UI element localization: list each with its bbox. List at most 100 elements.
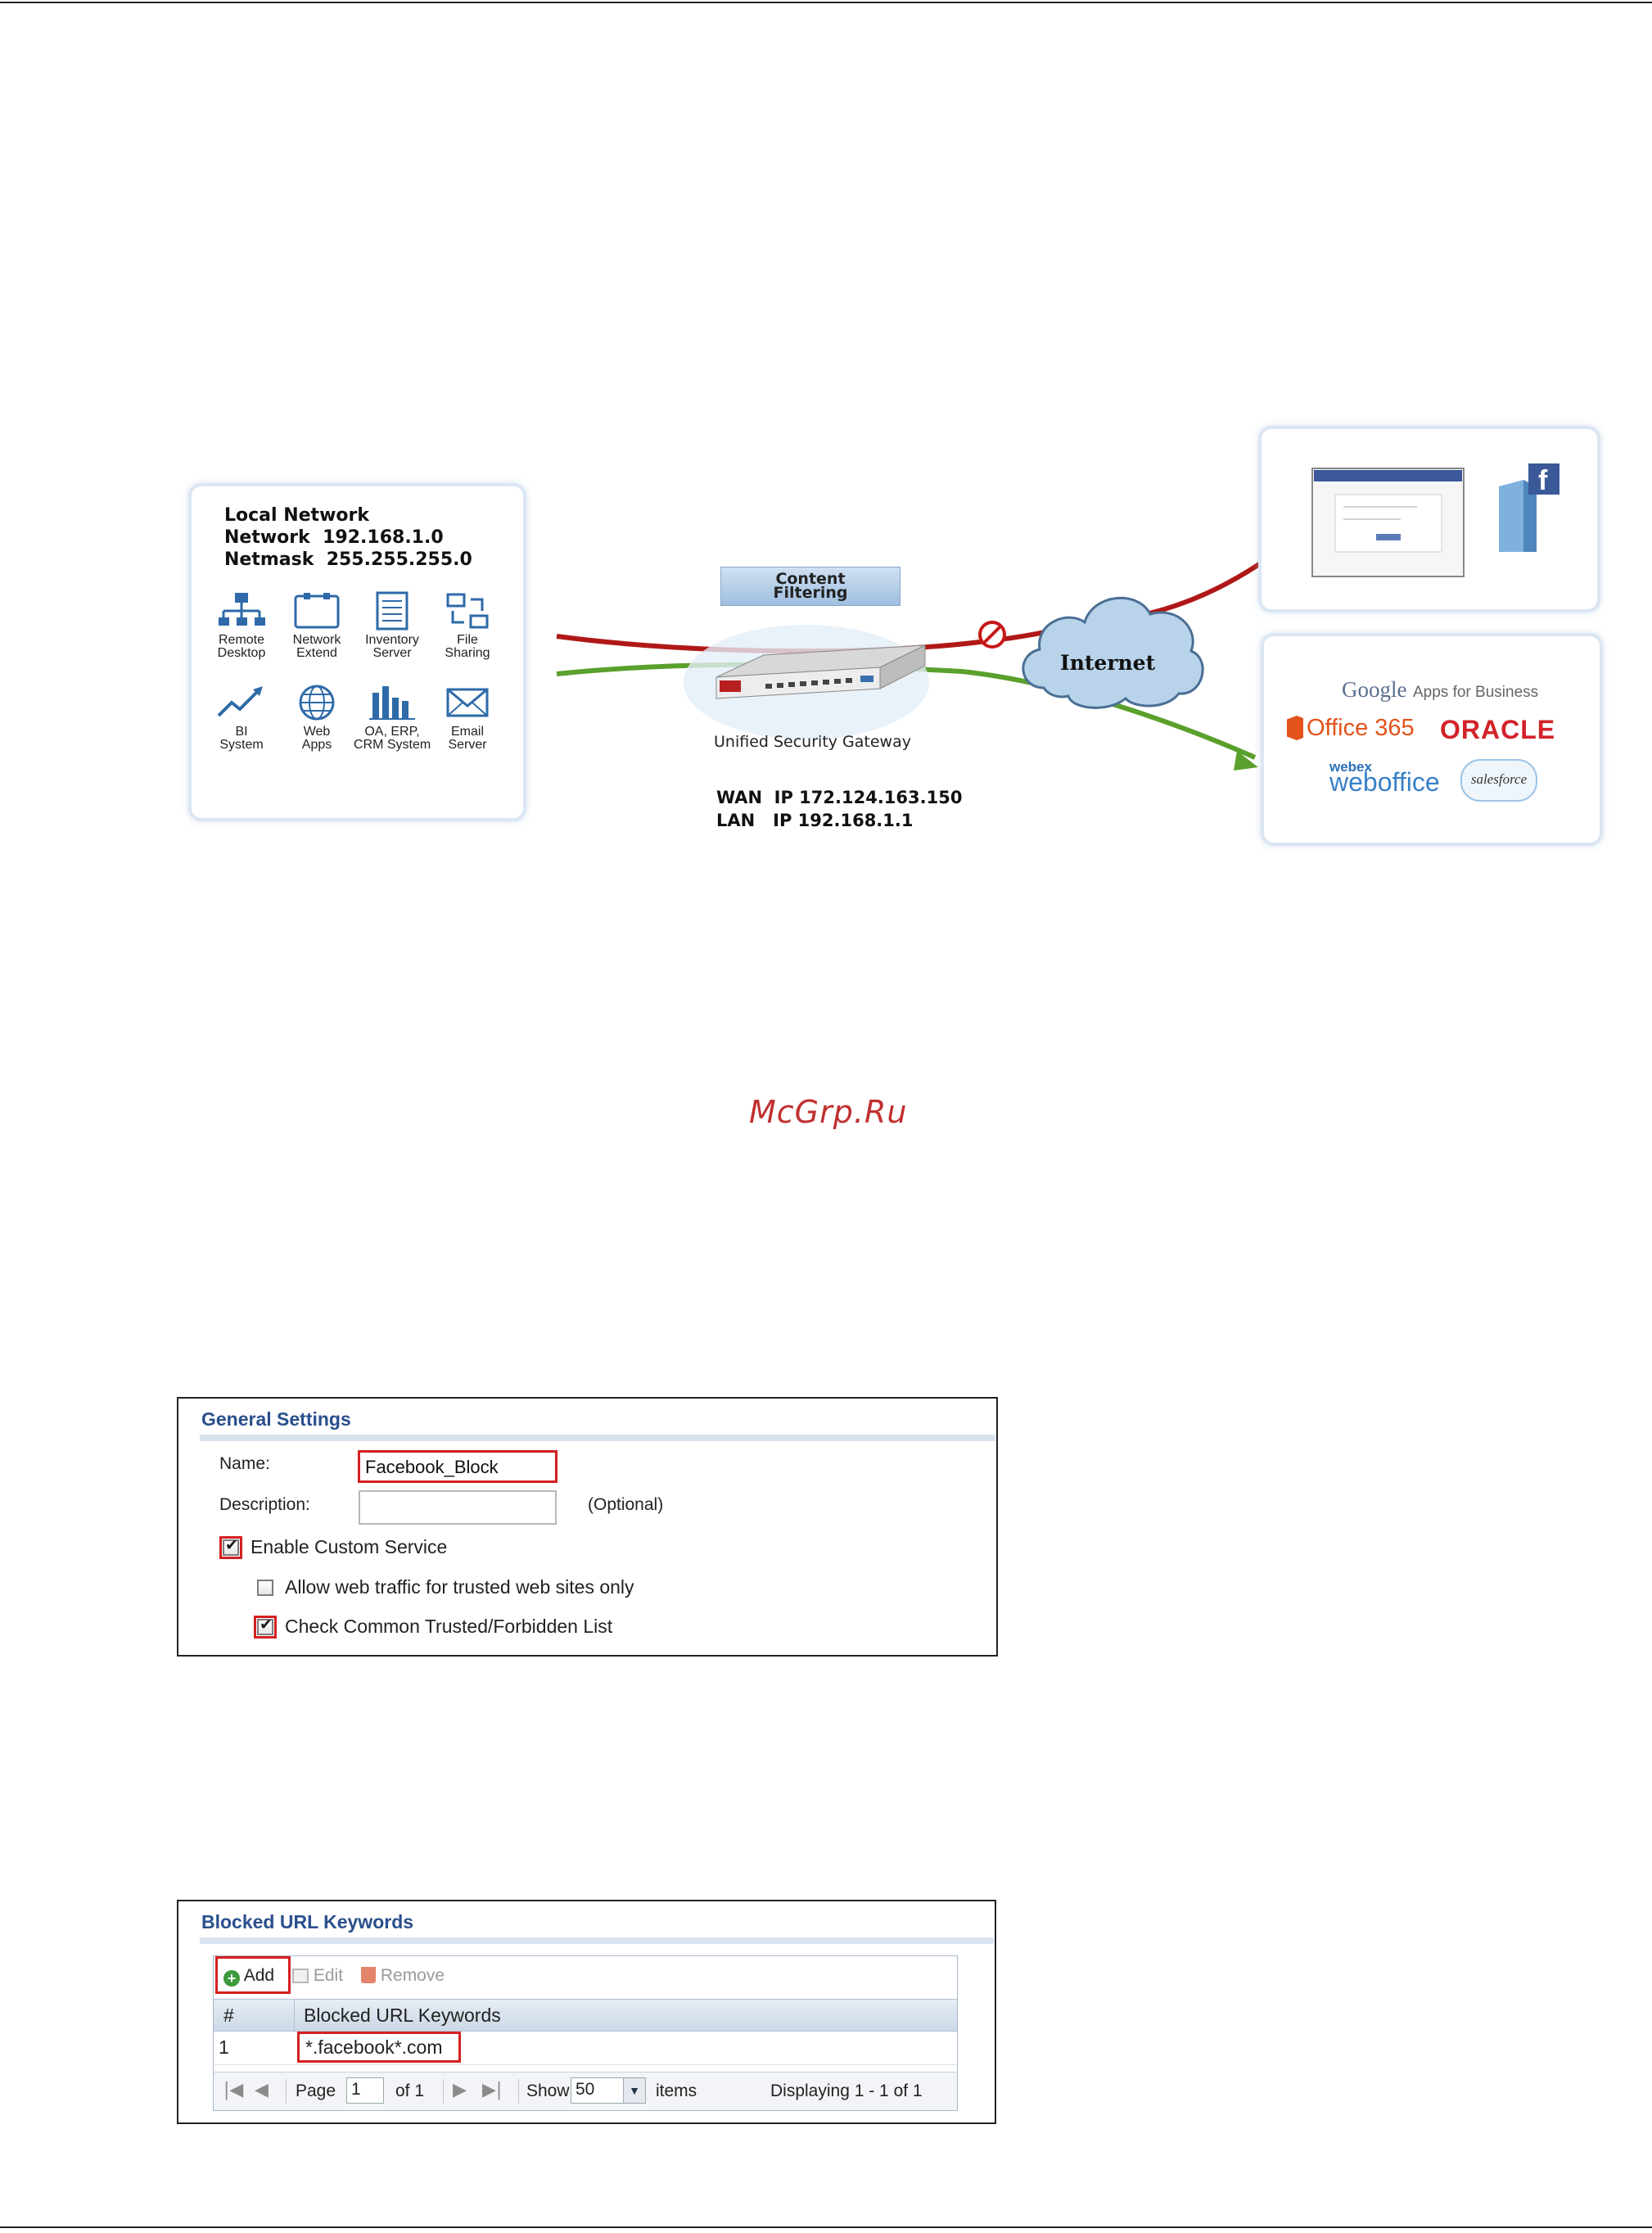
check-common-list-checkbox[interactable] — [257, 1616, 273, 1635]
local-network-panel: Local Network Network 192.168.1.0 Netmas… — [188, 483, 526, 821]
pager-divider — [518, 2079, 519, 2104]
app-label: Inventory Server — [365, 633, 419, 660]
enable-custom-service-checkbox[interactable] — [223, 1536, 239, 1556]
blocked-url-keywords-title: Blocked URL Keywords — [201, 1911, 414, 1932]
allowed-traffic-line — [556, 662, 1257, 760]
google-apps-logo: Google Apps for Business — [1342, 677, 1538, 703]
google-logo-text: Google — [1342, 677, 1407, 702]
salesforce-logo: salesforce — [1460, 759, 1537, 802]
row-keyword: *.facebook*.com — [305, 2036, 443, 2058]
prev-page-icon[interactable]: ◀ — [255, 2080, 269, 2100]
app-email-server: Email Server — [429, 683, 506, 752]
office365-logo: Office 365 — [1287, 715, 1415, 742]
office365-text: Office 365 — [1307, 715, 1415, 741]
add-button[interactable]: + Add — [223, 1966, 274, 1987]
pagination-bar: |◀ ◀ Page 1 of 1 ▶ ▶| Show 50 ▼ items Di… — [214, 2072, 957, 2110]
page-of-label: of 1 — [395, 2082, 425, 2100]
allow-trusted-only-checkbox[interactable] — [257, 1580, 273, 1596]
col-divider — [294, 2000, 295, 2031]
general-settings-panel: General Settings Name: Facebook_Block De… — [177, 1397, 998, 1657]
chevron-down-icon: ▼ — [623, 2078, 645, 2103]
remove-label: Remove — [380, 1966, 445, 1985]
file-sharing-icon — [446, 593, 489, 629]
app-inventory-server: Inventory Server — [354, 591, 431, 660]
app-label: Remote Desktop — [217, 633, 266, 660]
check-common-list-highlight — [254, 1616, 277, 1639]
title-underline — [200, 1937, 994, 1944]
page-size-value: 50 — [575, 2080, 595, 2099]
internet-label: Internet — [1060, 651, 1156, 675]
remote-desktop-icon — [219, 593, 265, 626]
inventory-server-icon — [376, 591, 408, 631]
block-sign-icon — [978, 621, 1006, 649]
name-label: Name: — [219, 1454, 270, 1473]
app-label: Network Extend — [292, 633, 341, 660]
remove-button[interactable]: Remove — [361, 1966, 445, 1986]
app-oa-erp-crm: OA, ERP, CRM System — [354, 683, 431, 752]
app-remote-desktop: Remote Desktop — [203, 591, 280, 660]
netmask-value: 255.255.255.0 — [326, 549, 472, 570]
description-field[interactable] — [359, 1490, 557, 1525]
page-label: Page — [296, 2082, 336, 2100]
lan-ip: LAN IP 192.168.1.1 — [716, 811, 914, 830]
local-network-info: Local Network Network 192.168.1.0 Netmas… — [224, 504, 472, 571]
app-label: OA, ERP, CRM System — [354, 725, 431, 752]
add-label: Add — [243, 1966, 275, 1985]
keyword-highlight — [297, 2032, 461, 2063]
svg-text:f: f — [1538, 465, 1548, 496]
displaying-info: Displaying 1 - 1 of 1 — [770, 2082, 923, 2100]
netmask-label: Netmask — [224, 549, 314, 570]
app-label: Email Server — [448, 725, 487, 752]
app-web-apps: Web Apps — [278, 683, 355, 752]
table-row[interactable]: 1 *.facebook*.com — [214, 2032, 957, 2065]
keywords-table: + Add Edit Remove # Blocked URL Keywords… — [213, 1955, 958, 2111]
check-common-list-label: Check Common Trusted/Forbidden List — [285, 1616, 613, 1637]
oracle-logo: ORACLE — [1440, 715, 1556, 744]
diagram-lines — [556, 527, 1312, 771]
allow-trusted-only-label: Allow web traffic for trusted web sites … — [285, 1576, 634, 1598]
top-rule — [0, 2, 1652, 3]
add-highlight — [215, 1956, 291, 1994]
add-icon: + — [223, 1970, 240, 1987]
network-diagram: Local Network Network 192.168.1.0 Netmas… — [176, 373, 1617, 876]
general-settings-title: General Settings — [201, 1408, 351, 1430]
page-input[interactable]: 1 — [346, 2077, 384, 2104]
allowed-services-panel: Google Apps for Business Office 365 ORAC… — [1261, 633, 1603, 846]
internet-cloud-icon — [1022, 596, 1204, 709]
app-label: File Sharing — [445, 633, 490, 660]
app-network-extend: Network Extend — [278, 591, 355, 660]
description-label: Description: — [219, 1495, 310, 1514]
network-value: 192.168.1.0 — [323, 527, 444, 548]
watermark: McGrp.Ru — [749, 1094, 908, 1130]
first-page-icon[interactable]: |◀ — [223, 2080, 244, 2100]
items-label: items — [656, 2082, 697, 2100]
bottom-rule — [0, 2226, 1652, 2228]
title-underline — [200, 1435, 995, 1441]
enable-custom-service-label: Enable Custom Service — [251, 1536, 448, 1557]
trash-icon — [361, 1967, 376, 1983]
wan-ip: WAN IP 172.124.163.150 — [716, 788, 963, 807]
table-header: # Blocked URL Keywords — [214, 1999, 957, 2032]
network-label: Network — [224, 527, 310, 548]
pager-divider — [286, 2079, 287, 2104]
pager-divider — [443, 2079, 444, 2104]
last-page-icon[interactable]: ▶| — [482, 2080, 503, 2100]
app-label: Web Apps — [301, 725, 332, 752]
col-index-header[interactable]: # — [223, 2005, 234, 2026]
allowed-arrow-head — [1234, 751, 1258, 771]
next-page-icon[interactable]: ▶ — [453, 2080, 467, 2100]
keywords-toolbar: + Add Edit Remove — [214, 1956, 957, 1997]
email-server-icon — [446, 688, 489, 717]
row-index: 1 — [219, 2036, 229, 2058]
content-filtering-label: Content Filtering — [720, 567, 900, 606]
edit-icon — [292, 1969, 309, 1983]
facebook-destination-panel: f — [1258, 426, 1600, 612]
blocked-url-keywords-panel: Blocked URL Keywords + Add Edit Remove #… — [177, 1900, 996, 2124]
col-keyword-header[interactable]: Blocked URL Keywords — [304, 2005, 501, 2026]
weboffice-logo: weboffice — [1329, 767, 1440, 797]
network-extend-icon — [294, 593, 340, 629]
edit-button[interactable]: Edit — [292, 1966, 343, 1986]
gateway-label: Unified Security Gateway — [714, 733, 911, 751]
gateway-ip-info: WAN IP 172.124.163.150 LAN IP 192.168.1.… — [716, 786, 962, 832]
page-size-select[interactable]: 50 ▼ — [571, 2077, 646, 2104]
